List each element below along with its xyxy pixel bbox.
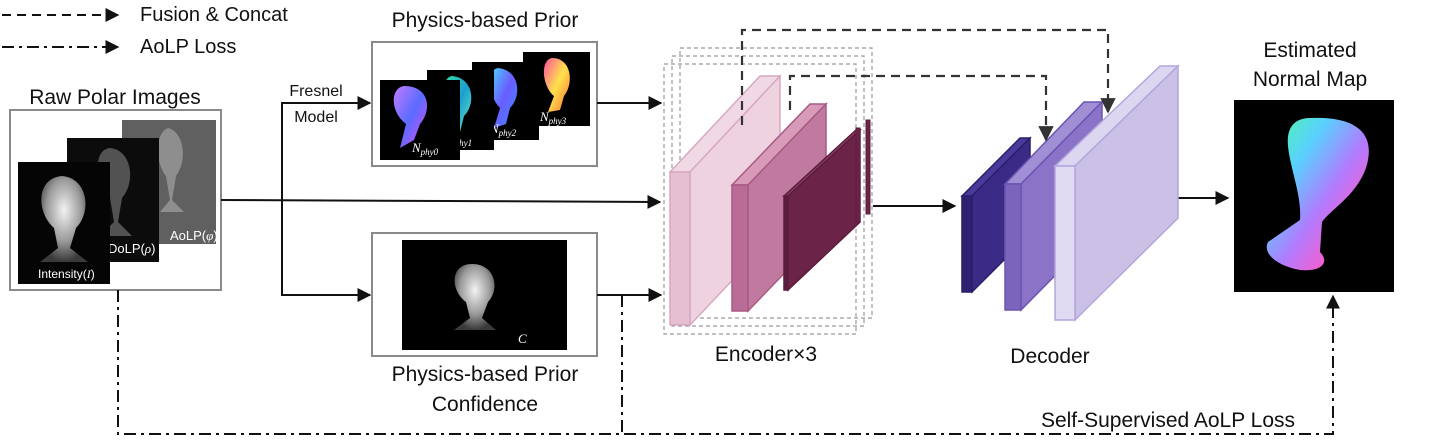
encoder-label: Encoder×3 xyxy=(715,343,817,366)
confidence-title-line2: Confidence xyxy=(432,393,538,416)
output-title-line1: Estimated xyxy=(1263,39,1356,62)
prior-title: Physics-based Prior xyxy=(392,9,579,32)
output-title-line2: Normal Map xyxy=(1253,68,1367,91)
n-phy0-label: Nphy0 xyxy=(411,140,439,157)
raw-to-encoder-arrow xyxy=(220,194,662,209)
raw-to-confidence-arrow xyxy=(281,200,372,302)
dolp-image-label: DoLP(ρ) xyxy=(108,241,155,256)
aolp-image-label: AoLP(φ) xyxy=(170,228,218,243)
fusion-connectors xyxy=(740,28,1116,142)
skip-connection-inner xyxy=(788,74,1054,142)
fresnel-label-line1: Fresnel xyxy=(289,83,342,100)
prior-images: Nphy3 Nphy2 Nphy1 Nphy0 xyxy=(380,52,590,160)
confidence-glass xyxy=(454,264,496,330)
raw-images-title: Raw Polar Images xyxy=(29,86,201,109)
legend: Fusion & Concat AoLP Loss xyxy=(2,4,288,58)
output-glass-shape xyxy=(1266,117,1369,271)
encoder-layer-2 xyxy=(731,184,749,312)
decoder-label: Decoder xyxy=(1010,345,1089,368)
encoder-layer-3 xyxy=(783,195,789,291)
skip-connection-outer xyxy=(740,28,1116,125)
aolp-loss-connectors xyxy=(117,290,1340,435)
solid-connectors xyxy=(220,96,1230,302)
intensity-image-label: Intensity(I) xyxy=(38,267,95,281)
decoder-layer-1 xyxy=(961,195,973,293)
fresnel-label-line2: Model xyxy=(294,109,338,126)
aolp-loss-arrow xyxy=(117,290,1340,435)
aolp-loss-label: Self-Supervised AoLP Loss xyxy=(1041,409,1295,432)
encoder-block xyxy=(663,47,873,335)
decoder-layer-2 xyxy=(1004,183,1022,311)
n-phy2-label: Nphy2 xyxy=(489,121,517,138)
decoder-layer-3 xyxy=(1054,165,1076,321)
raw-to-prior-arrow xyxy=(281,96,372,200)
confidence-symbol: C xyxy=(518,331,527,346)
legend-aolp-label: AoLP Loss xyxy=(140,36,236,58)
confidence-title-line1: Physics-based Prior xyxy=(392,363,579,386)
decoder-block xyxy=(960,64,1180,322)
intensity-image: Intensity(I) xyxy=(18,162,110,284)
n-phy3-label: Nphy3 xyxy=(539,109,567,126)
encoder-layer-1 xyxy=(669,171,691,326)
legend-fusion-label: Fusion & Concat xyxy=(140,4,288,26)
